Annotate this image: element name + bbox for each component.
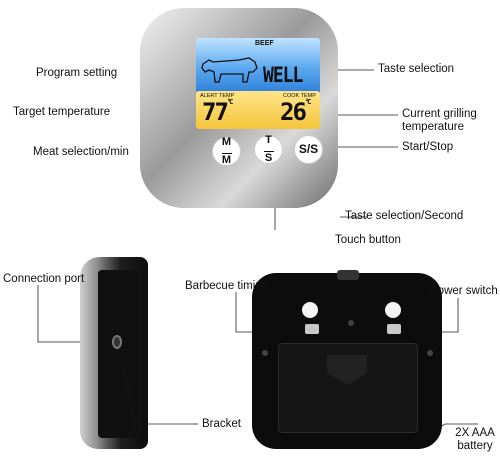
barbecue-timing-switch[interactable] [305,324,319,334]
lcd-lower-panel [196,91,320,129]
label-meat-selection: Meat selection/min [33,146,129,158]
connection-port[interactable] [112,335,122,349]
label-taste-selection: Taste selection [378,63,455,75]
current-temp-value: 26°C [280,98,312,126]
meat-type-display: BEEF [255,40,274,47]
label-current-grilling-temperature: Current grilling temperature [402,108,477,133]
cow-icon [201,57,258,83]
target-temp-value: 77°C [202,98,234,126]
start-stop-button[interactable]: S/S [294,135,323,164]
cook-temp-label: COOK TEMP [283,93,316,99]
label-touch-button: Touch button [335,234,401,246]
label-power-switch: Power switch [430,285,498,297]
label-barbecue-timing: Barbecue timing [185,280,269,292]
screw [348,320,354,326]
label-bracket: Bracket [202,418,241,430]
label-program-setting: Program setting [36,67,118,79]
doneness-display: WELL [263,62,303,89]
label-connection-port: Connection port [3,273,85,285]
label-taste-selection-second: Taste selection/Second [345,210,464,222]
label-battery: 2X AAA battery [455,427,495,452]
power-switch-knob[interactable] [385,302,401,318]
label-start-stop: Start/Stop [402,141,454,153]
barbecue-timing-knob[interactable] [302,302,318,318]
screw [262,350,268,356]
back-hinge [337,270,359,280]
lcd-upper-panel [196,38,320,94]
power-switch[interactable] [387,324,401,334]
label-target-temperature: Target temperature [13,106,111,118]
screw [427,350,433,356]
alert-temp-label: ALERT TEMP [200,93,235,99]
